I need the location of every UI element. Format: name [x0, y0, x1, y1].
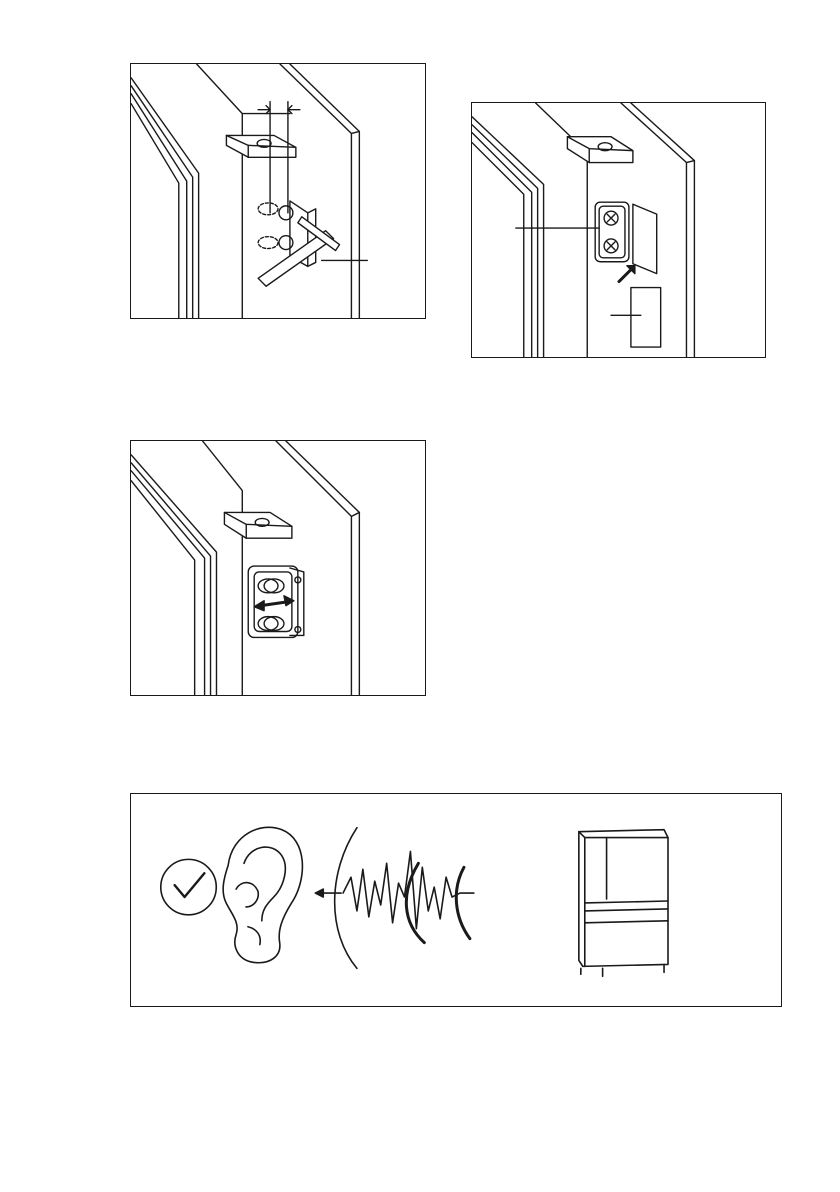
sound-wave-icon — [315, 828, 474, 969]
figure-hinge-slide — [130, 440, 426, 696]
refrigerator-icon — [579, 830, 668, 977]
hinge-slide-illustration — [131, 441, 425, 695]
hinge-cover-illustration — [472, 103, 765, 357]
figure-noise-check — [130, 793, 782, 1007]
ear-sound-fridge-illustration — [131, 794, 781, 1006]
checkmark-icon — [161, 859, 216, 914]
figure-hinge-cover — [471, 102, 766, 358]
figure-hinge-adjust — [130, 63, 426, 319]
hinge-screwdriver-illustration — [131, 64, 425, 318]
ear-icon — [223, 827, 302, 962]
